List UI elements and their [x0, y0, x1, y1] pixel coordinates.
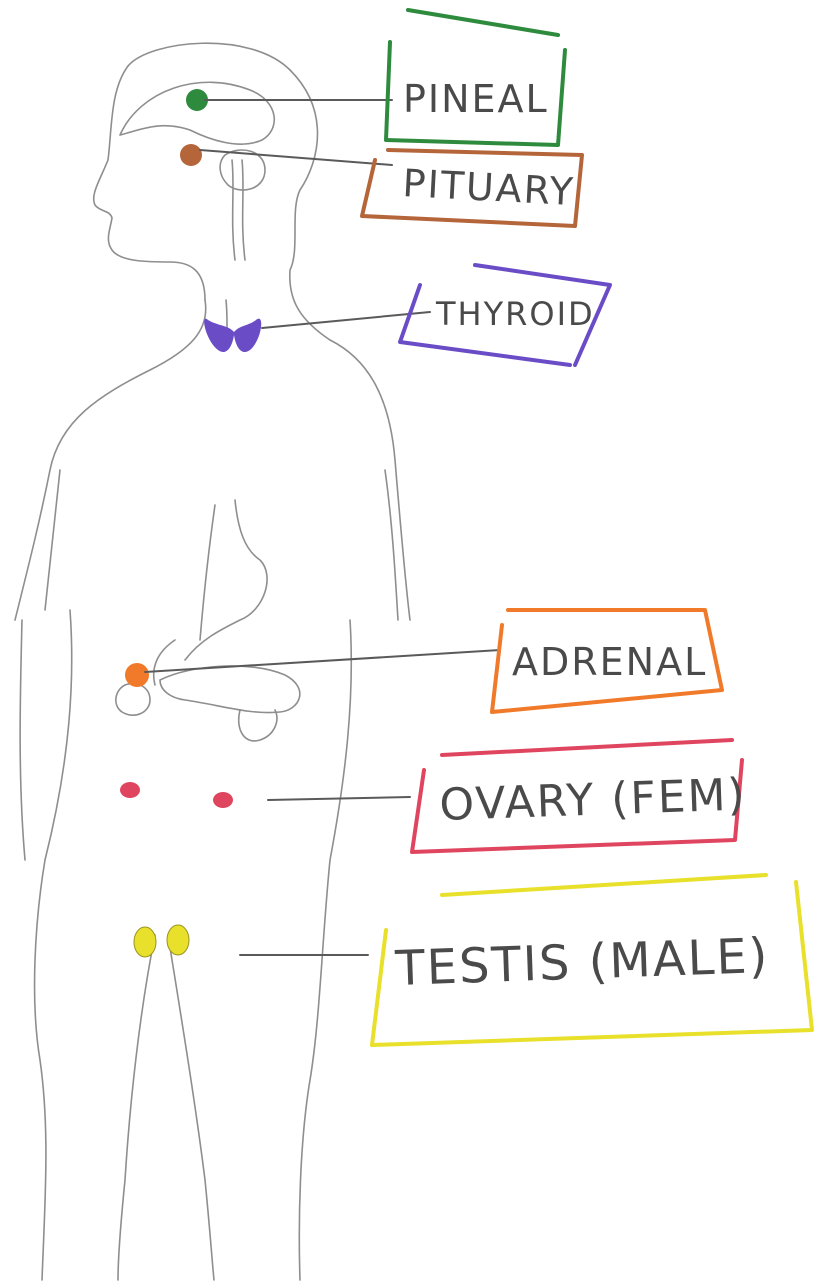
- thyroid-gland: [204, 319, 261, 352]
- pituitary-label: PITUARY: [402, 161, 576, 214]
- glands: [120, 89, 261, 957]
- pineal-label: PINEAL: [403, 77, 549, 121]
- testis-right: [167, 925, 189, 955]
- adrenal-label: ADRENAL: [512, 640, 707, 684]
- pituitary-gland: [180, 144, 202, 166]
- ovary-right: [213, 792, 233, 808]
- body-outline: [15, 43, 410, 1280]
- pituitary-leader: [200, 150, 392, 165]
- testis-label: TESTIS (MALE): [393, 928, 770, 997]
- adrenal-gland: [125, 663, 149, 687]
- ovary-label: OVARY (FEM): [439, 769, 748, 831]
- ovary-left: [120, 782, 140, 798]
- label-texts: PINEAL PITUARY THYROID ADRENAL OVARY (FE…: [393, 77, 770, 997]
- thyroid-label: THYROID: [435, 295, 595, 333]
- testis-left: [134, 927, 156, 957]
- adrenal-leader: [145, 650, 500, 672]
- ovary-leader: [268, 797, 410, 800]
